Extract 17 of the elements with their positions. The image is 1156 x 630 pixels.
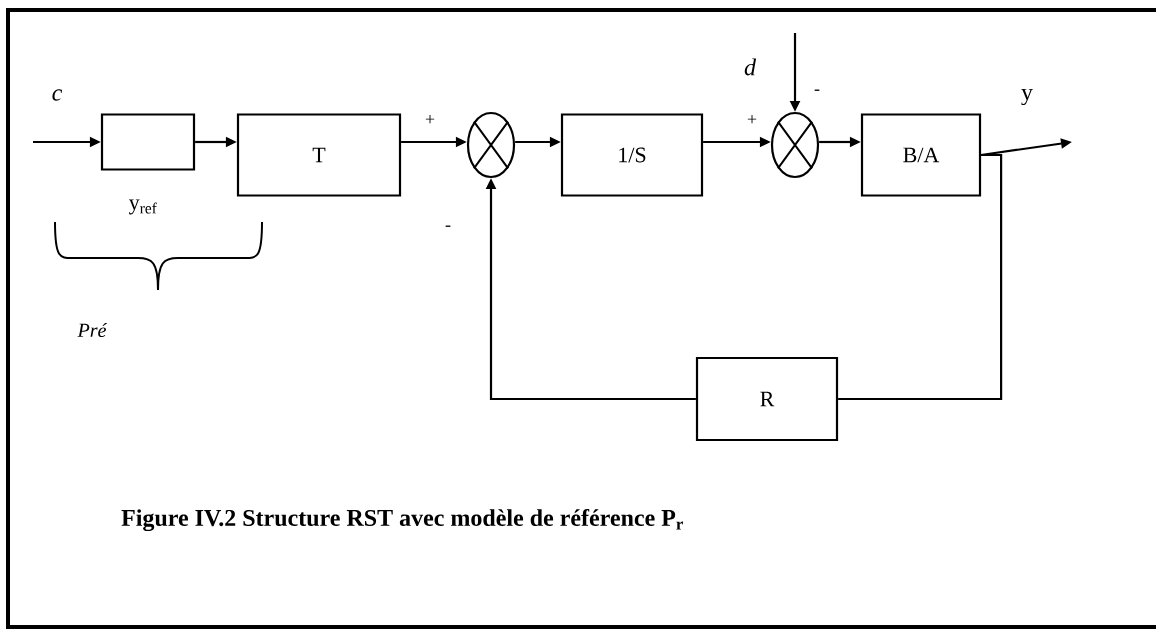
block-box: T (236, 113, 402, 197)
annotation: Pré (77, 322, 108, 338)
block-box: 1/S (560, 113, 704, 197)
summing-junction (466, 111, 516, 179)
sign-label: - (445, 225, 451, 227)
signal-label: d (744, 58, 757, 76)
sign-label: + (425, 114, 435, 124)
block-box: R (695, 356, 839, 442)
block-box (100, 113, 196, 171)
block-box: B/A (860, 113, 982, 197)
signal-label: y$_{ref}$ (129, 199, 157, 215)
sign-label: - (814, 89, 820, 91)
summing-junction (770, 111, 820, 179)
caption: Figure IV.2 Structure RST avec modèle de référence P$_{r}$ (121, 508, 683, 532)
signal-label: y (1021, 88, 1033, 106)
sign-label: + (747, 114, 757, 124)
signal-label: c (52, 89, 63, 101)
